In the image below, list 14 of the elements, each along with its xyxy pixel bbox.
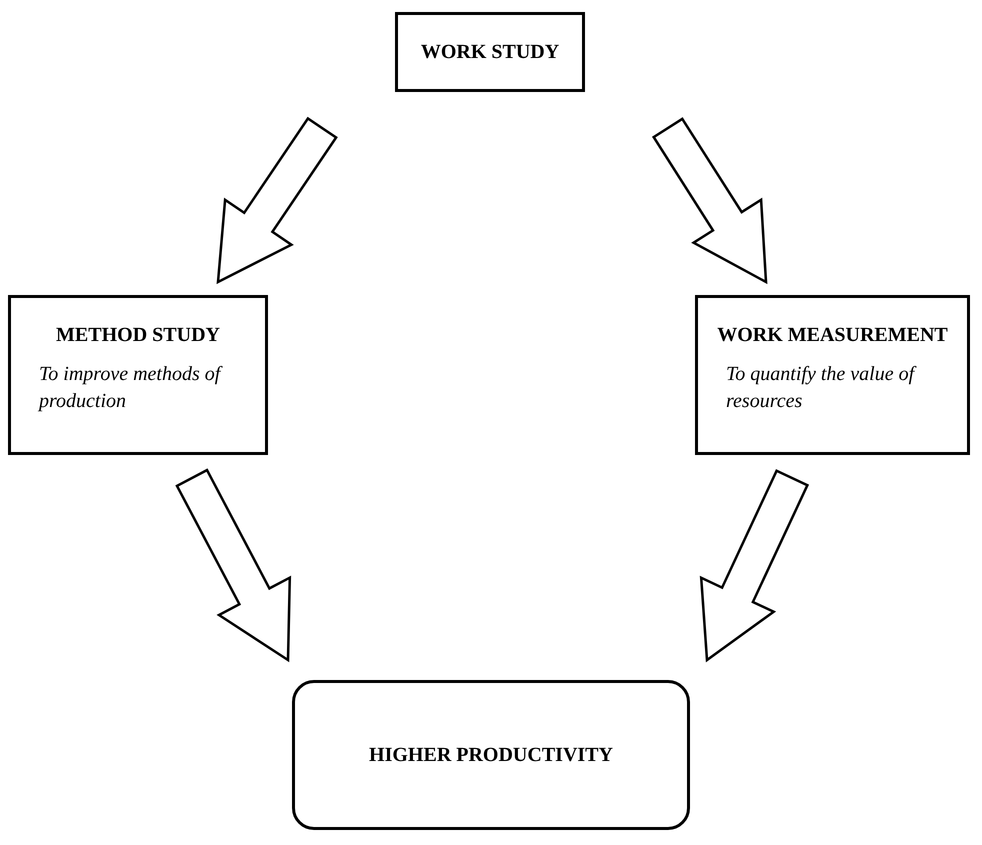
- process-box: [695, 295, 970, 455]
- process-box: [8, 295, 268, 455]
- box-heading: WORK MEASUREMENT: [716, 324, 949, 347]
- process-box: [395, 12, 585, 92]
- box-heading: WORK STUDY: [420, 40, 560, 64]
- block-arrow: [175, 468, 292, 662]
- block-arrow: [652, 117, 768, 284]
- block-arrow: [700, 469, 810, 662]
- box-heading: HIGHER PRODUCTIVITY: [369, 744, 613, 766]
- rounded-box: [292, 680, 690, 830]
- box-description: To improve methods of production: [37, 362, 224, 414]
- box-description: To quantify the value of resources: [725, 362, 918, 414]
- box-heading: METHOD STUDY: [55, 324, 221, 347]
- block-arrow: [216, 116, 338, 284]
